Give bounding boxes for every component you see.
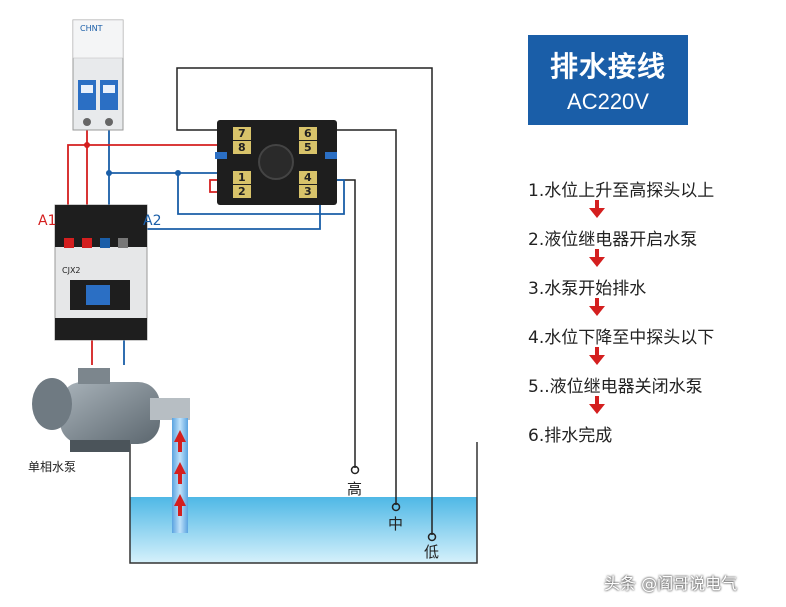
down-arrow-icon	[589, 347, 605, 365]
watermark: 头条 @阎哥说电气	[604, 574, 738, 593]
down-arrow-icon	[589, 249, 605, 267]
step-5: 5..液位继电器关闭水泵	[528, 366, 778, 415]
liquid-level-relay	[215, 120, 337, 205]
relay-contact	[209, 179, 219, 193]
live-junction	[84, 142, 90, 148]
down-arrow-icon	[589, 200, 605, 218]
relay-pin-8: 8	[238, 141, 246, 154]
neutral-junction-2	[175, 170, 181, 176]
step-text: 5..液位继电器关闭水泵	[528, 377, 703, 397]
relay-pin-2: 2	[238, 185, 246, 198]
step-4: 4.水位下降至中探头以下	[528, 317, 778, 366]
live-wires	[67, 122, 219, 365]
step-6: 6.排水完成	[528, 415, 778, 464]
probe-low-dot	[427, 532, 437, 542]
down-arrow-icon	[589, 298, 605, 316]
label-probe-high: 高	[347, 480, 363, 498]
wire-low-probe	[176, 67, 433, 535]
relay-pin-5: 5	[304, 141, 312, 154]
step-text: 1.水位上升至高探头以上	[528, 181, 715, 201]
tank-outline	[129, 442, 478, 564]
neutral-junction	[106, 170, 112, 176]
step-text: 2.液位继电器开启水泵	[528, 230, 698, 250]
pump-motor	[32, 368, 190, 452]
probe-high-dot	[350, 465, 360, 475]
relay-pin-7: 7	[238, 127, 246, 140]
live-to-contactor	[67, 122, 88, 213]
label-a1: A1	[38, 213, 57, 229]
step-2: 2.液位继电器开启水泵	[528, 219, 778, 268]
circuit-breaker	[72, 19, 124, 131]
step-text: 4.水位下降至中探头以下	[528, 328, 715, 348]
relay-pin-4: 4	[304, 171, 312, 184]
relay-pin-1: 1	[238, 171, 246, 184]
title-sub: AC220V	[567, 89, 649, 114]
wire-high-probe	[337, 179, 356, 468]
breaker-brand: CHNT	[80, 24, 103, 33]
step-text: 6.排水完成	[528, 426, 613, 446]
probe-mid-dot	[391, 502, 401, 512]
down-arrow-icon	[589, 396, 605, 414]
title-main: 排水接线	[549, 50, 666, 83]
label-a2: A2	[143, 213, 162, 229]
contactor	[54, 204, 148, 341]
step-1: 1.水位上升至高探头以上	[528, 170, 778, 219]
step-text: 3.水泵开始排水	[528, 279, 647, 299]
wire-mid-probe	[319, 129, 397, 505]
relay-pin-6: 6	[304, 127, 312, 140]
label-probe-low: 低	[424, 543, 440, 561]
step-3: 3.水泵开始排水	[528, 268, 778, 317]
contactor-model: CJX2	[62, 266, 81, 275]
process-steps: 1.水位上升至高探头以上 2.液位继电器开启水泵 3.水泵开始排水 4.水位下降…	[528, 170, 778, 464]
discharge-pipe	[172, 418, 188, 533]
label-pump: 单相水泵	[28, 460, 77, 474]
label-probe-mid: 中	[388, 515, 404, 533]
relay-pin-3: 3	[304, 185, 312, 198]
title-box: 排水接线 AC220V	[528, 35, 688, 125]
